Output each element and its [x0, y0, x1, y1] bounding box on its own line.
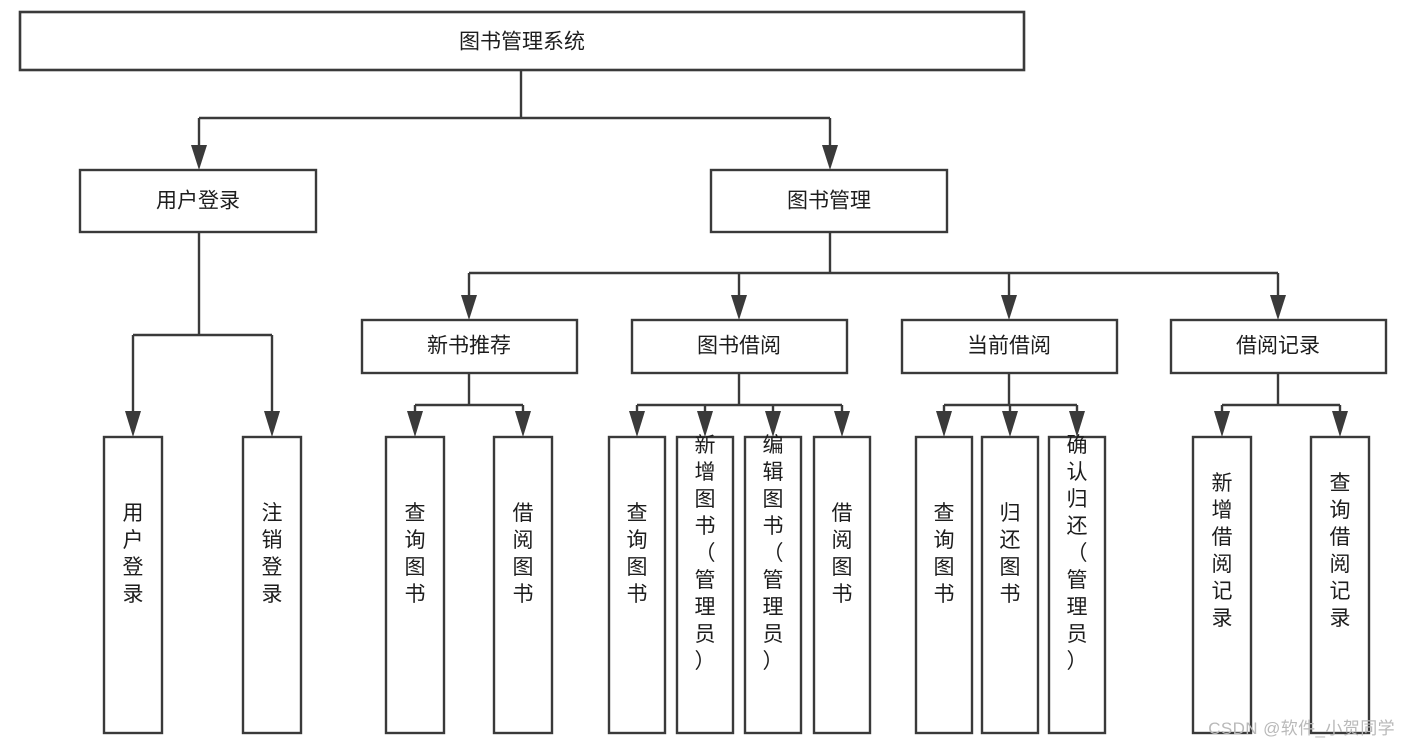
leaf-xinshu-borrow-book-box[interactable] — [492, 435, 554, 735]
arrow-head-leaf-user-login — [125, 411, 141, 437]
leaf-jieyue-borrow-book[interactable]: 借阅图书 — [812, 435, 872, 735]
node-book-management-label: 图书管理 — [787, 190, 871, 213]
leaf-dangqian-return-book[interactable]: 归还图书 — [980, 435, 1040, 735]
node-current-borrow-label: 当前借阅 — [967, 335, 1051, 358]
leaf-xinshu-borrow-book[interactable]: 借阅图书 — [492, 435, 554, 735]
arrow-head-jieyue-leaf-4 — [834, 411, 850, 437]
leaf-user-login-box[interactable] — [102, 435, 164, 735]
leaf-jieyue-query-book-box[interactable] — [607, 435, 667, 735]
arrow-head-book-borrow — [731, 295, 747, 320]
arrow-head-jieyue-leaf-1 — [629, 411, 645, 437]
leaf-jieyue-edit-book-admin-box[interactable] — [743, 435, 803, 735]
node-user-login-label: 用户登录 — [156, 190, 240, 213]
node-root-box[interactable] — [18, 10, 1026, 72]
node-current-borrow-box[interactable] — [900, 318, 1119, 375]
csdn-watermark: CSDN @软件_小贺同学 — [1208, 719, 1395, 738]
leaf-jieyue-query-book[interactable]: 查询图书 — [607, 435, 667, 735]
leaf-logout-label: 注销登录 — [262, 502, 283, 606]
node-borrow-record-label: 借阅记录 — [1236, 335, 1320, 358]
node-book-management[interactable]: 图书管理 — [709, 168, 949, 234]
leaf-dangqian-return-book-box[interactable] — [980, 435, 1040, 735]
arrow-head-xinshu-leaf-1 — [407, 411, 423, 437]
arrow-head-user-login — [191, 145, 207, 170]
leaf-jieyue-add-book-admin[interactable]: 新增图书（管理员） — [675, 434, 735, 735]
leaf-dangqian-query-book-box[interactable] — [914, 435, 974, 735]
leaf-jilu-query-record[interactable]: 查询借阅记录 — [1309, 435, 1371, 735]
leaf-xinshu-query-book[interactable]: 查询图书 — [384, 435, 446, 735]
arrow-head-current-borrow — [1001, 295, 1017, 320]
node-user-login[interactable]: 用户登录 — [78, 168, 318, 234]
arrow-head-jilu-leaf-1 — [1214, 411, 1230, 437]
leaf-dangqian-confirm-return-admin[interactable]: 确认归还（管理员） — [1047, 434, 1107, 735]
connector-layer — [125, 71, 1348, 437]
leaf-jieyue-add-book-admin-label: 新增图书（管理员） — [695, 434, 716, 673]
leaf-jieyue-query-book-label: 查询图书 — [627, 502, 648, 606]
arrow-head-dangqian-leaf-2 — [1002, 411, 1018, 437]
node-borrow-record[interactable]: 借阅记录 — [1169, 318, 1388, 375]
arrow-head-book-manage — [822, 145, 838, 170]
node-book-borrow-box[interactable] — [630, 318, 849, 375]
leaf-jilu-add-record-label: 新增借阅记录 — [1212, 472, 1233, 630]
leaf-jieyue-edit-book-admin[interactable]: 编辑图书（管理员） — [743, 434, 803, 735]
node-new-book-recommend[interactable]: 新书推荐 — [360, 318, 579, 375]
leaf-user-login[interactable]: 用户登录 — [102, 435, 164, 735]
leaf-logout[interactable]: 注销登录 — [241, 435, 303, 735]
node-root[interactable]: 图书管理系统 — [18, 10, 1026, 72]
arrow-head-xinshu-leaf-2 — [515, 411, 531, 437]
arrow-head-dangqian-leaf-3 — [1069, 411, 1085, 437]
arrow-head-borrow-record — [1270, 295, 1286, 320]
leaf-xinshu-borrow-book-label: 借阅图书 — [513, 502, 534, 606]
node-borrow-record-box[interactable] — [1169, 318, 1388, 375]
leaf-jieyue-borrow-book-box[interactable] — [812, 435, 872, 735]
node-user-login-box[interactable] — [78, 168, 318, 234]
node-book-borrow[interactable]: 图书借阅 — [630, 318, 849, 375]
leaf-jilu-query-record-label: 查询借阅记录 — [1330, 472, 1351, 630]
arrow-head-leaf-logout — [264, 411, 280, 437]
node-book-borrow-label: 图书借阅 — [697, 335, 781, 358]
leaf-xinshu-query-book-label: 查询图书 — [405, 502, 426, 606]
leaf-jilu-query-record-box[interactable] — [1309, 435, 1371, 735]
leaf-jieyue-edit-book-admin-label: 编辑图书（管理员） — [763, 434, 784, 673]
leaf-xinshu-query-book-box[interactable] — [384, 435, 446, 735]
node-new-book-recommend-box[interactable] — [360, 318, 579, 375]
leaf-jilu-add-record-box[interactable] — [1191, 435, 1253, 735]
arrow-head-jieyue-leaf-3 — [765, 411, 781, 437]
leaf-user-login-label: 用户登录 — [123, 502, 144, 606]
leaf-jieyue-add-book-admin-box[interactable] — [675, 435, 735, 735]
node-book-management-box[interactable] — [709, 168, 949, 234]
arrow-head-jieyue-leaf-2 — [697, 411, 713, 437]
leaf-dangqian-query-book-label: 查询图书 — [934, 502, 955, 606]
node-new-book-recommend-label: 新书推荐 — [427, 335, 511, 358]
leaf-jieyue-borrow-book-label: 借阅图书 — [832, 502, 853, 606]
leaf-dangqian-return-book-label: 归还图书 — [1000, 502, 1021, 606]
node-root-label: 图书管理系统 — [459, 31, 585, 54]
leaf-dangqian-confirm-return-admin-box[interactable] — [1047, 435, 1107, 735]
node-current-borrow[interactable]: 当前借阅 — [900, 318, 1119, 375]
arrow-head-jilu-leaf-2 — [1332, 411, 1348, 437]
leaf-jilu-add-record[interactable]: 新增借阅记录 — [1191, 435, 1253, 735]
leaf-logout-box[interactable] — [241, 435, 303, 735]
leaf-dangqian-confirm-return-admin-label: 确认归还（管理员） — [1067, 434, 1088, 673]
arrow-head-dangqian-leaf-1 — [936, 411, 952, 437]
leaf-dangqian-query-book[interactable]: 查询图书 — [914, 435, 974, 735]
arrow-head-new-book-rec — [461, 295, 477, 320]
